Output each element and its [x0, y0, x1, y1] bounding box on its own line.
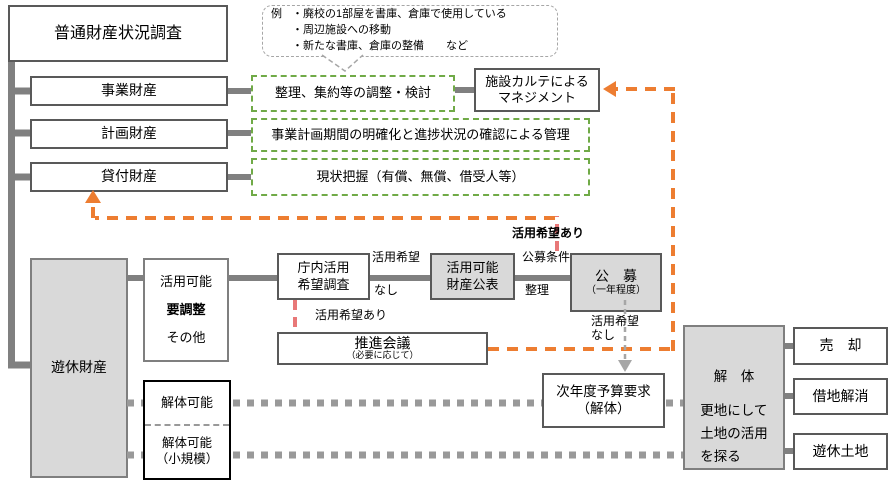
orange-feedback-to-leased: [91, 203, 555, 220]
box-sale: 売 却: [793, 327, 888, 365]
label-use-request-no-line1: 活用希望: [591, 314, 640, 328]
demolishable-small-label2: （小規模）: [155, 452, 219, 466]
box-action-plan-management: 事業計画期間の明確化と進捗状況の確認による管理: [251, 118, 590, 152]
demolishable-lower: 解体可能 （小規模）: [145, 426, 229, 478]
box-leased-property: 貸付財産: [30, 162, 228, 192]
title-box: 普通財産状況調査: [8, 5, 228, 62]
label-arrange: 整理: [525, 283, 550, 297]
announcement-line1: 活用可能: [446, 260, 499, 276]
box-usable-categories: 活用可能 要調整 その他: [143, 258, 229, 362]
internal-use-survey-line2: 希望調査: [297, 276, 350, 292]
box-internal-use-survey: 庁内活用 希望調査: [277, 253, 370, 300]
box-usable-property-announcement: 活用可能 財産公表: [430, 253, 515, 300]
demolishable-small-label1: 解体可能: [161, 436, 212, 451]
lease-cancellation-label: 借地解消: [812, 387, 869, 404]
demolition-desc-line3: を探る: [700, 448, 741, 464]
arrowhead-down-budget: [618, 360, 632, 372]
label-use-request-no: 活用希望 なし: [591, 314, 639, 343]
box-promotion-council: 推進会議 （必要に応じて）: [277, 332, 488, 365]
box-budget-request: 次年度予算要求 （解体）: [542, 373, 665, 428]
box-demolition: 解 体 更地にして 土地の活用 を探る: [683, 325, 785, 470]
leased-property-label: 貸付財産: [101, 168, 157, 185]
needs-coordination-label: 要調整: [166, 301, 206, 317]
box-demolishable: 解体可能 解体可能 （小規模）: [143, 380, 231, 480]
action-consolidation-label: 整理、集約等の調整・検討: [274, 85, 431, 101]
promotion-council-label: 推進会議: [354, 334, 411, 351]
box-business-property: 事業財産: [30, 76, 228, 106]
label-offering-conditions: 公募条件: [522, 250, 571, 264]
label-use-request: 活用希望: [372, 250, 421, 264]
example-item: ・廃校の1部屋を書庫、倉庫で使用している: [292, 8, 507, 21]
box-public-offering: 公 募 （一年程度）: [570, 253, 662, 312]
demolishable-label: 解体可能: [160, 394, 213, 410]
usable-label: 活用可能: [159, 273, 212, 289]
bubble-pointer: [321, 54, 364, 72]
demolition-desc: 更地にして 土地の活用 を探る: [700, 400, 768, 469]
example-bubble: 例 ・廃校の1部屋を書庫、倉庫で使用している ・周辺施設への移動 ・新たな書庫、…: [262, 5, 558, 57]
box-idle-land: 遊休土地: [793, 433, 888, 470]
label-use-request-no-line2: なし: [591, 328, 616, 343]
public-offering-label: 公 募: [595, 267, 637, 284]
box-action-status-grasp: 現状把握（有償、無償、借受人等）: [251, 158, 590, 196]
example-item: ・周辺施設への移動: [292, 24, 391, 37]
arrowhead-left-karte: [603, 81, 616, 97]
label-none: なし: [374, 283, 399, 297]
idle-property-label: 遊休財産: [51, 359, 107, 376]
example-prefix: 例: [271, 8, 282, 21]
label-use-request-yes-top: 活用希望あり: [512, 226, 585, 240]
demolition-desc-line2: 土地の活用: [700, 425, 768, 441]
other-label: その他: [166, 329, 206, 345]
action-status-grasp-label: 現状把握（有償、無償、借受人等）: [316, 168, 525, 184]
box-planned-property: 計画財産: [30, 119, 228, 149]
box-idle-property: 遊休財産: [30, 258, 128, 478]
sale-label: 売 却: [819, 337, 862, 354]
page-title: 普通財産状況調査: [53, 24, 182, 42]
idle-land-label: 遊休土地: [812, 442, 869, 459]
internal-use-survey-line1: 庁内活用: [297, 260, 350, 276]
demolition-label: 解 体: [713, 369, 755, 384]
example-bubble-content: 例 ・廃校の1部屋を書庫、倉庫で使用している ・周辺施設への移動 ・新たな書庫、…: [271, 7, 507, 55]
business-property-label: 事業財産: [101, 82, 157, 99]
budget-request-line2: （解体）: [576, 400, 631, 416]
demolishable-upper: 解体可能: [145, 382, 229, 426]
box-action-consolidation: 整理、集約等の調整・検討: [251, 75, 455, 112]
planned-property-label: 計画財産: [101, 125, 157, 142]
box-facility-karte: 施設カルテによるマネジメント: [474, 68, 600, 112]
example-items: ・廃校の1部屋を書庫、倉庫で使用している ・周辺施設への移動 ・新たな書庫、倉庫…: [292, 7, 507, 55]
box-lease-cancellation: 借地解消: [793, 378, 888, 415]
announcement-line2: 財産公表: [446, 276, 499, 292]
example-item: ・新たな書庫、倉庫の整備 など: [292, 39, 468, 52]
action-plan-management-label: 事業計画期間の明確化と進捗状況の確認による管理: [271, 126, 570, 142]
demolition-desc-line1: 更地にして: [700, 402, 768, 418]
public-offering-duration: （一年程度）: [586, 285, 646, 296]
promotion-council-note: （必要に応じて）: [346, 350, 419, 361]
facility-karte-label: 施設カルテによるマネジメント: [485, 73, 589, 105]
budget-request-line1: 次年度予算要求: [556, 383, 651, 399]
label-use-request-yes-mid: 活用希望あり: [315, 308, 388, 322]
left-trunk-connector: [8, 62, 30, 369]
